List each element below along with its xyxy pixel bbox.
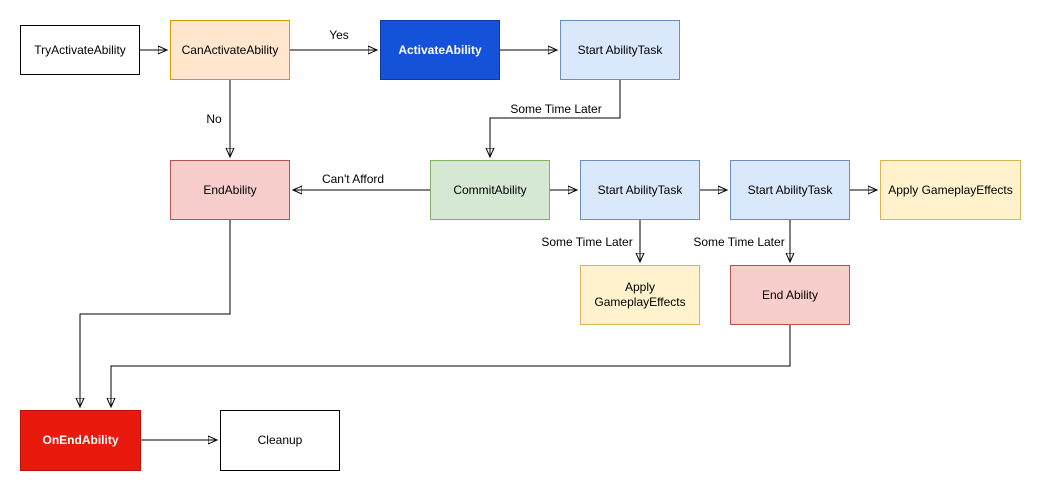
- node-start-ability-task-1: Start AbilityTask: [560, 20, 680, 80]
- edge-label-no: No: [204, 112, 224, 126]
- node-start-ability-task-3: Start AbilityTask: [730, 160, 850, 220]
- node-label: ActivateAbility: [398, 42, 482, 57]
- edge-label-yes: Yes: [327, 28, 351, 42]
- node-label: Apply GameplayEffects: [594, 280, 686, 309]
- edge-label-some-time-later-3: Some Time Later: [691, 235, 787, 249]
- node-end-ability: EndAbility: [170, 160, 290, 220]
- node-can-activate-ability: CanActivateAbility: [170, 20, 290, 80]
- node-label: CommitAbility: [453, 182, 527, 197]
- node-commit-ability: CommitAbility: [430, 160, 550, 220]
- node-label: OnEndAbility: [42, 433, 119, 447]
- edge-label-some-time-later-1: Some Time Later: [508, 102, 604, 116]
- node-cleanup: Cleanup: [220, 410, 340, 471]
- node-apply-gameplay-effects-2: Apply GameplayEffects: [580, 265, 700, 325]
- edge-label-some-time-later-2: Some Time Later: [539, 235, 635, 249]
- node-label: Start AbilityTask: [747, 182, 833, 197]
- edge-endability2-to-onendability: [111, 325, 791, 407]
- node-label: End Ability: [761, 287, 819, 302]
- edge-label-cant-afford: Can't Afford: [319, 172, 387, 186]
- edge-starttask1-to-commit-sometimelater: [490, 80, 621, 157]
- node-apply-gameplay-effects-1: Apply GameplayEffects: [880, 160, 1021, 220]
- node-label: Cleanup: [257, 433, 303, 447]
- node-start-ability-task-2: Start AbilityTask: [580, 160, 700, 220]
- node-label: TryActivateAbility: [34, 42, 126, 57]
- edge-endability-to-onendability: [80, 220, 231, 407]
- node-label: Start AbilityTask: [597, 182, 683, 197]
- node-label: Start AbilityTask: [577, 42, 663, 57]
- node-on-end-ability: OnEndAbility: [20, 410, 141, 471]
- node-label: EndAbility: [203, 182, 257, 197]
- node-label: Apply GameplayEffects: [888, 182, 1013, 197]
- node-end-ability-2: End Ability: [730, 265, 850, 325]
- node-activate-ability: ActivateAbility: [380, 20, 500, 80]
- node-label: CanActivateAbility: [181, 42, 279, 57]
- node-try-activate-ability: TryActivateAbility: [20, 25, 140, 75]
